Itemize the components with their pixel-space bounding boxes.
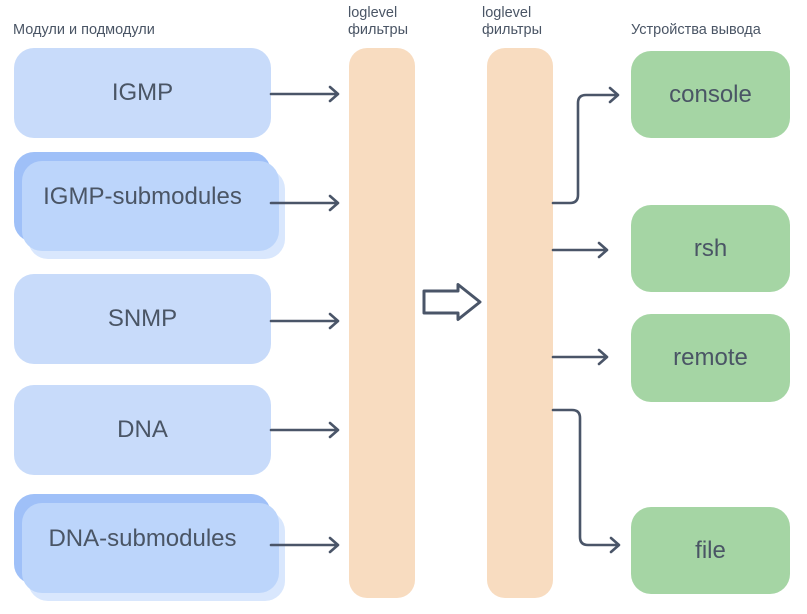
output-label: file	[695, 536, 726, 564]
output-box-rsh: rsh	[631, 205, 790, 292]
filter-1-header-line2: фильтры	[348, 22, 409, 38]
outputs-column-header: Устройства вывода	[631, 22, 761, 38]
arrow-dna-to-filter	[269, 421, 340, 439]
module-label: IGMP-submodules	[43, 183, 242, 210]
module-label: IGMP	[111, 79, 174, 106]
arrow-snmp-to-filter	[269, 312, 340, 330]
module-label: DNA-submodules	[48, 525, 237, 552]
output-label: rsh	[693, 234, 728, 262]
output-box-remote: remote	[631, 314, 790, 402]
modules-column-header: Модули и подмодули	[13, 22, 155, 38]
module-label: DNA	[117, 416, 168, 443]
arrow-filter-to-remote	[551, 348, 609, 366]
filter-1-header-line1: loglevel	[348, 5, 398, 21]
module-box-dna: DNA	[14, 385, 271, 475]
filter-2-header-line2: фильтры	[482, 22, 543, 38]
module-label: SNMP	[107, 305, 178, 332]
arrow-igmp-to-filter	[269, 85, 340, 103]
output-label: remote	[673, 344, 748, 371]
arrow-filter-to-file	[551, 408, 621, 554]
module-box-snmp: SNMP	[14, 274, 271, 364]
module-box-igmp-submodules: IGMP-submodules	[14, 152, 271, 242]
loglevel-filter-bar-2	[487, 48, 553, 598]
module-box-igmp: IGMP	[14, 48, 271, 138]
module-box-dna-submodules: DNA-submodules	[14, 494, 271, 584]
arrow-filter-to-console	[551, 86, 620, 205]
output-box-file: file	[631, 507, 790, 594]
output-label: console	[669, 80, 752, 108]
loglevel-filter-bar-1	[349, 48, 415, 598]
filter-2-header-line1: loglevel	[482, 5, 532, 21]
block-arrow-filter1-to-filter2	[422, 283, 482, 321]
output-box-console: console	[631, 51, 790, 138]
arrow-filter-to-rsh	[551, 241, 609, 259]
